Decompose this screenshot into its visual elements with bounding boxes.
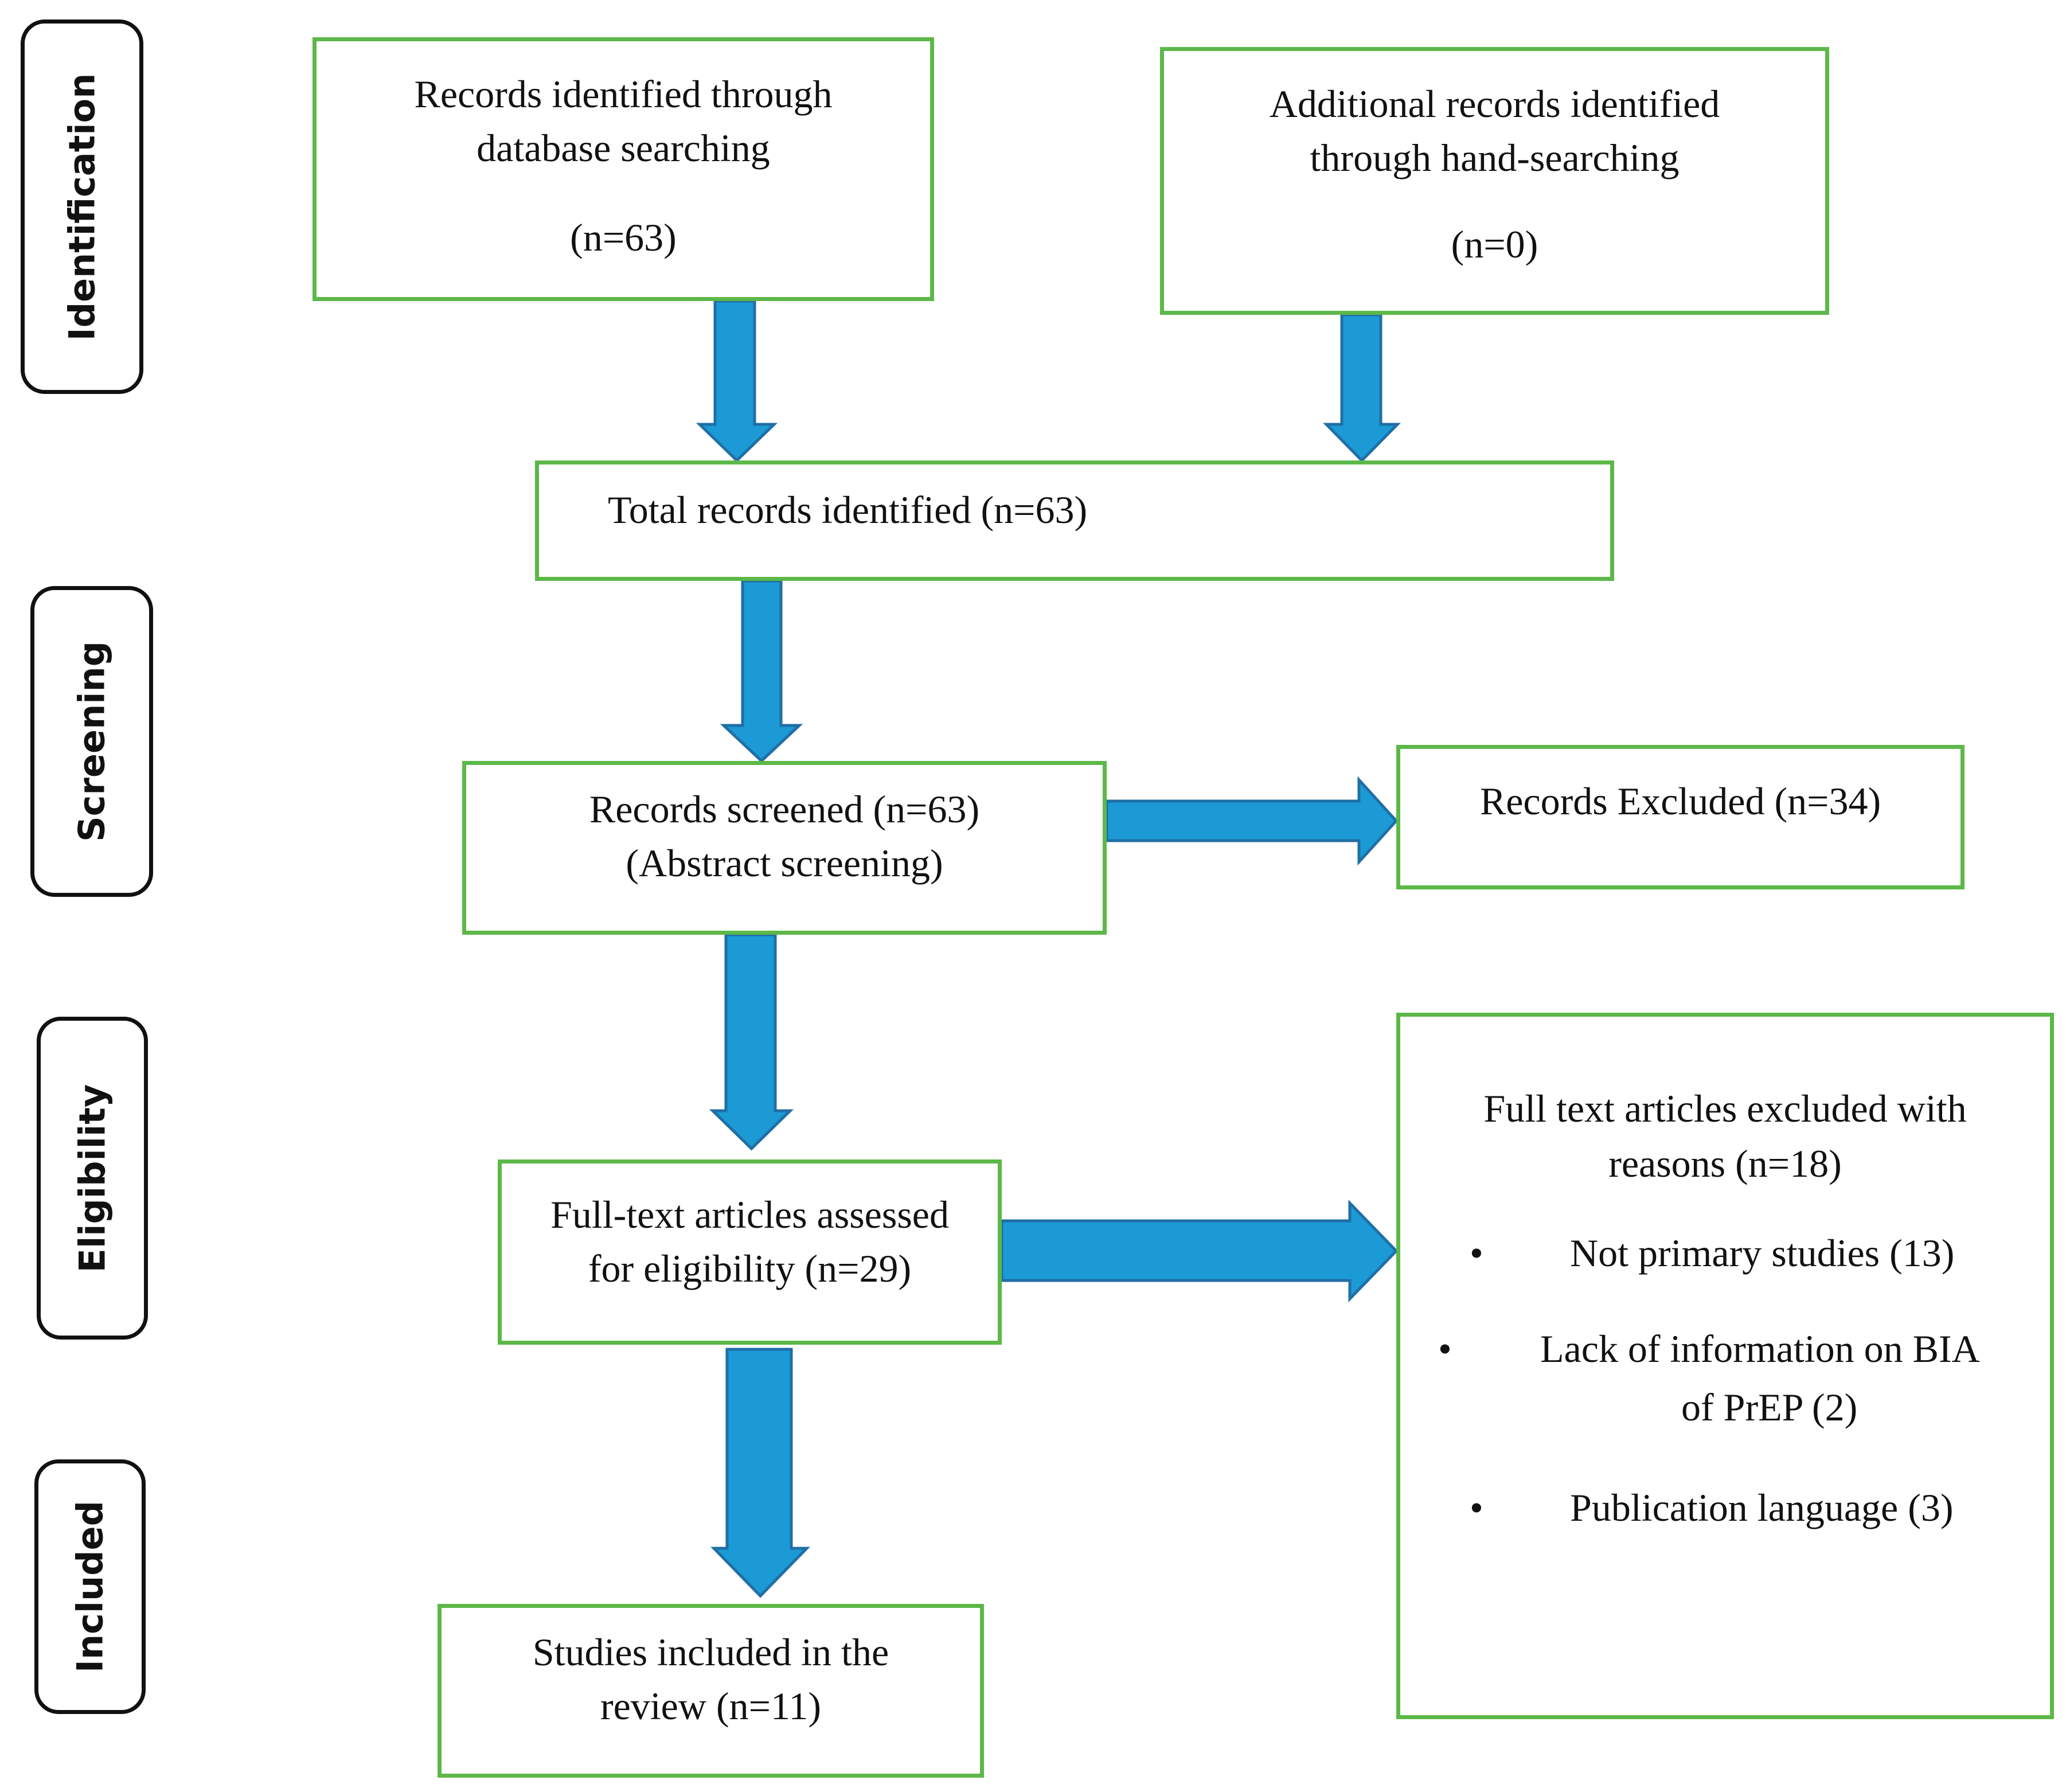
- bullet-icon: •: [1438, 1327, 1452, 1371]
- fulltext-assessed-box: Full-text articles assessed for eligibil…: [498, 1159, 1002, 1345]
- records-screened-line1: Records screened (n=63): [589, 787, 980, 831]
- stage-included-label: Included: [69, 1500, 111, 1673]
- hand-search-records-box: Additional records identified through ha…: [1160, 47, 1829, 315]
- stage-identification: Identification: [21, 19, 143, 394]
- stage-identification-label: Identification: [61, 73, 103, 341]
- arrow-database-to-total: [696, 299, 778, 463]
- total-records-line: Total records identified (n=63): [608, 488, 1088, 532]
- database-records-count: (n=63): [570, 216, 677, 259]
- database-records-line2: database searching: [477, 126, 770, 170]
- arrow-handsearch-to-total: [1323, 313, 1401, 463]
- bullet-icon: •: [1470, 1231, 1483, 1275]
- reason-lack-info-line2: of PrEP (2): [1681, 1385, 1858, 1429]
- arrow-screened-to-excluded: [1105, 776, 1399, 866]
- arrow-fulltext-to-excluded: [1000, 1199, 1399, 1303]
- records-screened-line2: (Abstract screening): [626, 841, 943, 885]
- fulltext-excluded-box: Full text articles excluded with reasons…: [1396, 1013, 2054, 1719]
- reason-not-primary: Not primary studies (13): [1570, 1231, 1955, 1275]
- studies-included-line2: review (n=11): [600, 1684, 822, 1728]
- records-excluded-line: Records Excluded (n=34): [1479, 779, 1881, 823]
- stage-screening: Screening: [30, 586, 153, 897]
- arrow-fulltext-to-included: [710, 1348, 810, 1598]
- stage-screening-label: Screening: [71, 641, 113, 842]
- arrow-screened-to-fulltext: [709, 933, 794, 1151]
- hand-search-line1: Additional records identified: [1269, 82, 1720, 126]
- database-records-line1: Records identified through: [414, 72, 833, 116]
- database-records-box: Records identified through database sear…: [313, 37, 934, 301]
- studies-included-line1: Studies included in the: [532, 1630, 889, 1674]
- total-records-box: Total records identified (n=63): [535, 460, 1614, 581]
- stage-eligibility-label: Eligibility: [71, 1084, 114, 1272]
- fulltext-excluded-line2: reasons (n=18): [1608, 1142, 1842, 1185]
- records-excluded-box: Records Excluded (n=34): [1396, 745, 1965, 889]
- arrow-total-to-screened: [720, 579, 803, 763]
- stage-included: Included: [34, 1459, 146, 1714]
- reason-publication-language: Publication language (3): [1570, 1486, 1954, 1529]
- bullet-icon: •: [1470, 1486, 1483, 1529]
- stage-eligibility: Eligibility: [37, 1017, 148, 1340]
- studies-included-box: Studies included in the review (n=11): [438, 1604, 984, 1778]
- hand-search-count: (n=0): [1451, 222, 1538, 266]
- records-screened-box: Records screened (n=63) (Abstract screen…: [462, 761, 1107, 935]
- reason-lack-info-line1: Lack of information on BIA: [1540, 1327, 1980, 1371]
- fulltext-assessed-line2: for eligibility (n=29): [588, 1247, 912, 1290]
- fulltext-assessed-line1: Full-text articles assessed: [550, 1193, 949, 1236]
- fulltext-excluded-line1: Full text articles excluded with: [1483, 1087, 1967, 1130]
- hand-search-line2: through hand-searching: [1310, 136, 1680, 179]
